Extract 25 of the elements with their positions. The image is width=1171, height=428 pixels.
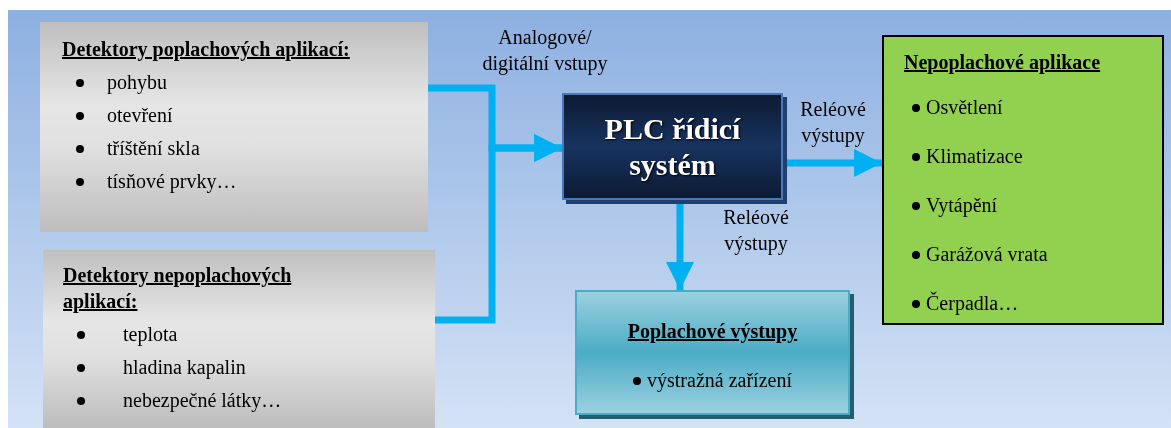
list-item-text: Čerpadla… [926, 290, 1019, 317]
list-item-text: tříštění skla [107, 136, 200, 161]
edge-label: Reléové výstupy [722, 205, 790, 256]
list-item-text: Osvětlení [926, 95, 1003, 120]
list-item-text: výstražná zařízení [647, 368, 792, 394]
list-item-text: Vytápění [926, 193, 998, 219]
list-item-text: pohybu [107, 70, 167, 96]
node-heading: Nepoplachové aplikace [904, 50, 1101, 75]
list-item-text: Garážová vrata [926, 242, 1048, 267]
detector-list-box [40, 22, 428, 232]
application-list-box [882, 35, 1164, 325]
list-item-text: hladina kapalin [123, 355, 246, 381]
list-item-text: nebezpečné látky… [123, 388, 282, 414]
edge-label: Analogové/ digitální vstupy [481, 25, 609, 76]
node-heading: Detektory nepoplachových aplikací: [63, 263, 293, 314]
node-heading: Poplachové výstupy [627, 319, 798, 344]
list-item-text: Klimatizace [926, 144, 1023, 169]
arrow [435, 134, 562, 324]
node-title: PLC řídicí systém [603, 110, 742, 183]
node-heading: Detektory poplachových aplikací: [62, 37, 350, 62]
list-item-text: otevření [107, 103, 173, 128]
edge-label: Reléové výstupy [799, 97, 867, 148]
list-item-text: teplota [123, 322, 178, 348]
list-item-text: tísňové prvky… [107, 169, 237, 195]
detector-list-box [43, 250, 435, 428]
